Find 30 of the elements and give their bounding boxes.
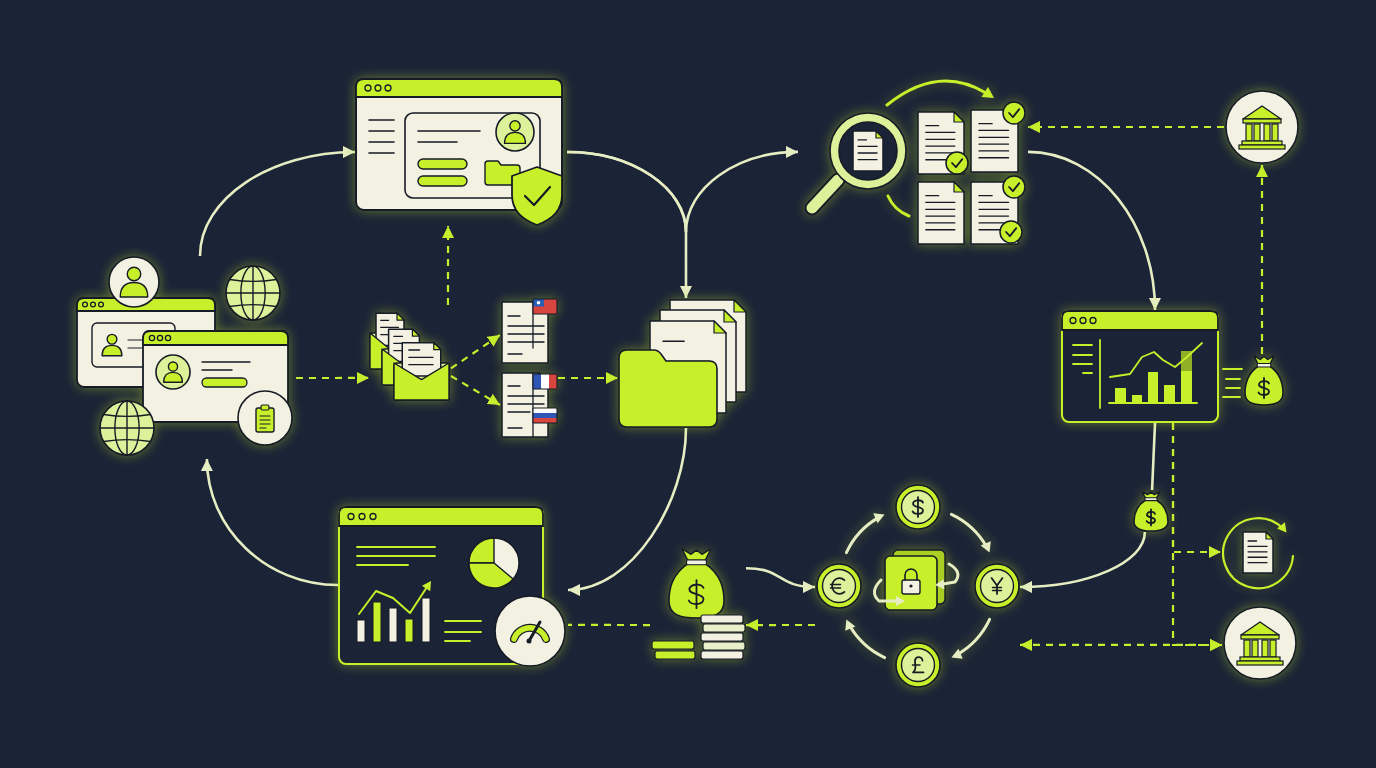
dashed-arrow bbox=[450, 334, 501, 370]
arrow bbox=[1027, 150, 1161, 311]
analytics-dashboard-illustration bbox=[1061, 310, 1219, 423]
document-refresh-icon bbox=[1221, 515, 1296, 591]
money-bag-icon bbox=[1133, 490, 1169, 532]
dashed-double-arrow bbox=[1020, 638, 1222, 651]
arrow bbox=[198, 146, 356, 257]
arrow bbox=[201, 458, 339, 587]
dashed-arrow bbox=[746, 619, 815, 632]
bank-icon bbox=[1222, 605, 1298, 681]
connector-line bbox=[1150, 422, 1157, 491]
flagged-document-icon bbox=[500, 298, 558, 366]
flagged-document-icon bbox=[500, 372, 558, 438]
dashed-arrow bbox=[558, 372, 618, 384]
dashed-arrow bbox=[296, 371, 369, 384]
document-folder-icon bbox=[618, 298, 748, 428]
money-bag-icon bbox=[1222, 354, 1286, 406]
dashed-arrow bbox=[442, 226, 455, 305]
arrow bbox=[745, 566, 816, 593]
arrow bbox=[566, 146, 799, 234]
report-dashboard-illustration bbox=[338, 505, 568, 667]
client-profiles-illustration bbox=[76, 256, 296, 459]
arrow bbox=[1019, 531, 1147, 593]
dashed-connector-line bbox=[568, 623, 650, 627]
arrow bbox=[567, 427, 688, 595]
money-bag-coins-icon bbox=[650, 545, 746, 661]
dashed-arrow bbox=[1256, 165, 1268, 354]
bank-icon bbox=[1224, 89, 1300, 165]
dashed-arrow bbox=[450, 375, 501, 406]
dashed-arrow bbox=[1028, 121, 1224, 133]
